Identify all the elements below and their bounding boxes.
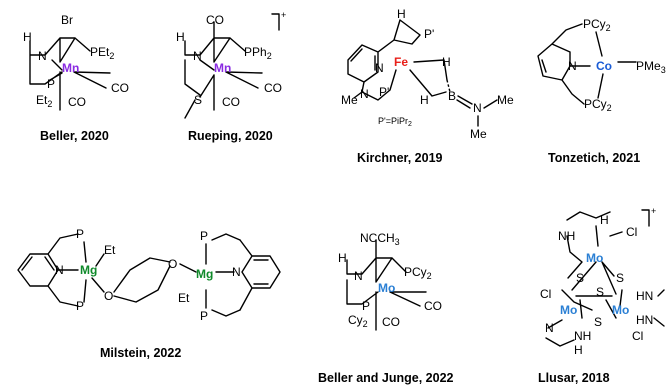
structure-rueping-2020: H N CO PPh2 S Mn CO CO + Rueping, 2020 — [176, 10, 286, 143]
phosphine-ligand: PPh2 — [244, 45, 272, 61]
cyclohexyl-substituent: Cy2 — [348, 313, 368, 329]
pyridine-nitrogen-1: N — [55, 263, 64, 277]
phosphine-top: PCy2 — [404, 265, 432, 281]
phosphine-ligand-bottom: P — [47, 77, 55, 91]
dioxane-oxygen-1: O — [104, 289, 113, 303]
amine-nh-1: NH — [558, 229, 575, 243]
dioxane-oxygen-2: O — [168, 257, 177, 271]
sulfide-2: S — [616, 271, 624, 285]
metal-center-mo-1: Mo — [586, 251, 603, 265]
metal-center-mn: Mn — [62, 61, 79, 75]
sulfide-4: S — [594, 315, 602, 329]
metal-center-mn: Mn — [214, 61, 231, 75]
chloride-1: Cl — [626, 225, 637, 239]
metal-center-co: Co — [596, 59, 612, 73]
acetonitrile-ligand: NCCH3 — [360, 231, 400, 247]
caption-milstein-2022: Milstein, 2022 — [100, 346, 181, 360]
sulfide-3: S — [596, 285, 604, 299]
methyl-substituent: Me — [341, 93, 358, 107]
ethyl-1: Et — [104, 243, 116, 257]
boron-atom: B — [448, 89, 456, 103]
carbonyl-ligand-1: CO — [264, 81, 282, 95]
carbonyl-ligand-2: CO — [222, 95, 240, 109]
caption-beller-junge-2022: Beller and Junge, 2022 — [318, 371, 454, 385]
phosphine-4: P — [200, 309, 208, 323]
structure-kirchner-2019: H P' N Me N P' Fe H H B N Me Me P'=PiPr2… — [341, 7, 514, 165]
chloride-3: Cl — [632, 329, 643, 343]
phosphine-bottom: P' — [379, 85, 389, 99]
ethyl-substituent: Et2 — [36, 93, 52, 109]
chloride-2: Cl — [540, 287, 551, 301]
nh-hydrogen: H — [338, 251, 347, 265]
hydride-top: H — [397, 7, 406, 21]
caption-beller-2020: Beller, 2020 — [40, 129, 109, 143]
agostic-hydride: H — [442, 55, 451, 69]
bromide-ligand: Br — [61, 13, 73, 27]
sulfide-1: S — [576, 271, 584, 285]
metal-center-mo-2: Mo — [560, 303, 577, 317]
pyridine-nitrogen-2: N — [232, 265, 241, 279]
caption-llusar-2018: Llusar, 2018 — [538, 371, 610, 385]
methyl-2: Me — [470, 127, 487, 141]
carbonyl-ligand-1: CO — [424, 299, 442, 313]
amine-h-2: H — [574, 343, 583, 357]
carbonyl-ligand-1: CO — [111, 81, 129, 95]
amine-nitrogen: N — [38, 49, 47, 63]
caption-tonzetich-2021: Tonzetich, 2021 — [548, 151, 640, 165]
carbonyl-ligand-2: CO — [68, 95, 86, 109]
pyridine-nitrogen: N — [375, 61, 384, 75]
amine-nh-2: NH — [574, 329, 591, 343]
amine-hn-2: HN — [636, 313, 653, 327]
phosphine-1: P — [76, 227, 84, 241]
amine-nitrogen: N — [354, 269, 363, 283]
ethyl-2: Et — [178, 291, 190, 305]
phosphine-top: P' — [424, 27, 434, 41]
caption-rueping-2020: Rueping, 2020 — [188, 129, 273, 143]
phosphine-ligand-top: PEt2 — [90, 45, 114, 61]
nh-hydrogen: H — [176, 30, 185, 44]
metal-center-mo-3: Mo — [612, 303, 629, 317]
thioether-sulfur: S — [194, 93, 202, 107]
caption-kirchner-2019: Kirchner, 2019 — [357, 151, 443, 165]
phosphine-bottom: PCy2 — [584, 97, 612, 113]
carbonyl-ligand-2: CO — [382, 315, 400, 329]
phosphine-3: P — [200, 229, 208, 243]
trimethylphosphine: PMe3 — [636, 59, 666, 75]
borane-nitrogen: N — [473, 101, 482, 115]
structure-milstein-2022: P N P Mg Et O O Mg Et P P N Milstein, 20… — [17, 227, 281, 360]
amine-hn-1: HN — [636, 289, 653, 303]
amine-nitrogen: N — [193, 49, 202, 63]
nh-hydrogen: H — [23, 30, 32, 44]
structure-tonzetich-2021: PCy2 N Co PMe3 PCy2 Tonzetich, 2021 — [537, 17, 666, 165]
metal-center-mg-1: Mg — [80, 263, 97, 277]
structure-beller-junge-2022: NCCH3 H N PCy2 P Cy2 Mo CO CO Beller and… — [318, 231, 454, 385]
phosphine-bottom: P — [362, 299, 370, 313]
phosphine-top: PCy2 — [583, 17, 611, 33]
metal-center-fe: Fe — [394, 55, 408, 69]
phosphine-2: P — [76, 299, 84, 313]
structure-llusar-2018: NH H Cl Mo S S S Cl Mo Mo S HN HN N NH H… — [538, 206, 665, 385]
carbonyl-ligand-top: CO — [206, 13, 224, 27]
pyrrolide-nitrogen: N — [568, 59, 577, 73]
amine-h-1: H — [600, 213, 609, 227]
bridging-hydride: H — [420, 93, 429, 107]
cationic-charge: + — [281, 10, 286, 20]
metal-center-mg-2: Mg — [196, 267, 213, 281]
amine-nitrogen: N — [360, 87, 369, 101]
structure-beller-2020: H N Br PEt2 P Et2 Mn CO CO Beller, 2020 — [23, 13, 129, 143]
cationic-charge: + — [651, 206, 656, 216]
methyl-1: Me — [497, 93, 514, 107]
ligand-note: P'=PiPr2 — [378, 116, 412, 128]
metal-center-mo: Mo — [378, 281, 395, 295]
